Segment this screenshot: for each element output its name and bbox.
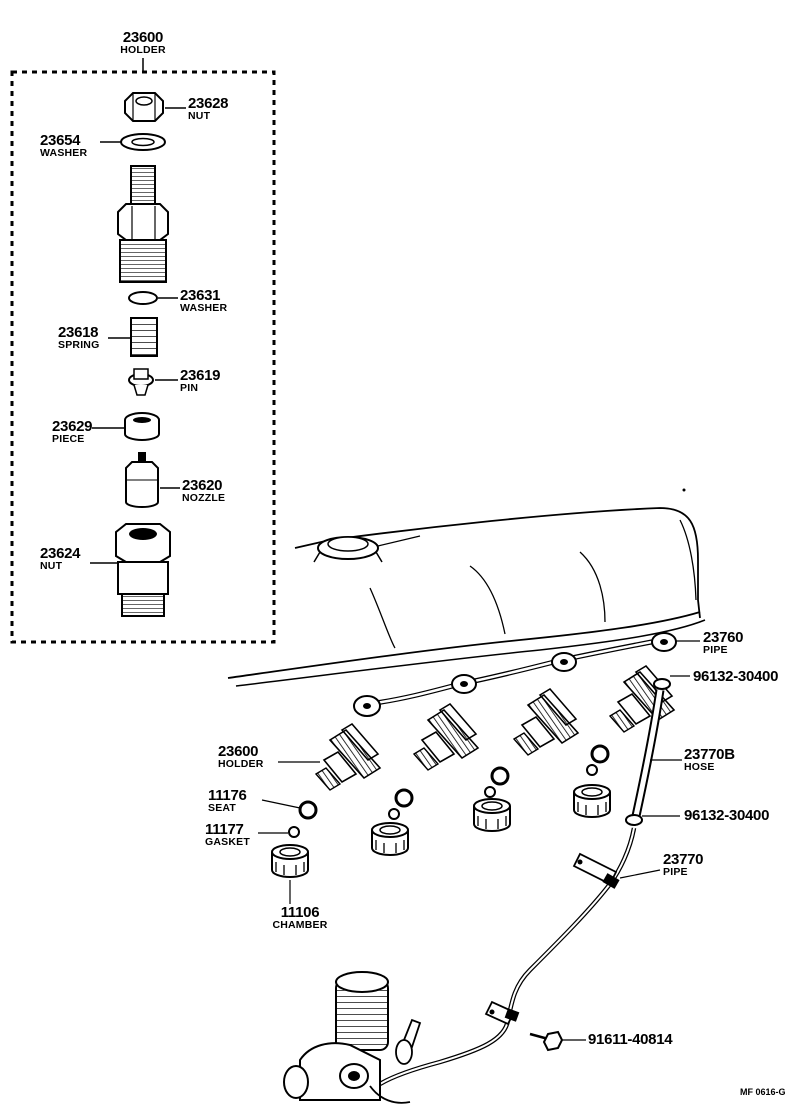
part-number: 23631 [180,287,221,304]
return-hose [625,675,690,826]
bolt-part [529,1030,586,1052]
callout-nut-top: 23628 NUT [188,95,229,122]
part-number: 23629 [52,418,93,435]
part-number: 91611-40814 [588,1031,673,1048]
part-name: NUT [188,110,211,122]
washer-top-part [100,133,166,151]
part-name: SEAT [208,802,237,814]
combustion-chambers [271,784,611,904]
part-number: 96132-30400 [693,668,779,685]
part-number: 23770 [663,851,704,868]
callout-pipe-lower: 23770 PIPE [663,851,704,878]
callout-spring: 23618 SPRING [58,325,99,351]
holder-group-box [10,58,276,644]
callout-clip-lower: 96132-30400 [684,808,769,823]
callout-washer-top: 23654 WASHER [40,133,87,159]
installed-holders [278,665,675,791]
part-number: 23624 [40,545,81,562]
part-name: SPRING [58,339,100,351]
part-name: PIPE [663,866,688,878]
washer-mid-part [128,291,178,305]
part-name: NOZZLE [182,492,226,504]
callout-hose: 23770B HOSE [684,747,735,773]
callout-seat: 11176 SEAT [208,788,247,814]
part-number: 23628 [188,95,229,112]
part-name: CHAMBER [272,919,328,931]
callout-holder-group: 23600 HOLDER [120,30,166,56]
leak-off-pipe [353,632,700,717]
piece-part [92,412,160,441]
nut-bottom-part [90,523,171,617]
callout-nozzle: 23620 NOZZLE [182,478,225,504]
pin-part [128,368,178,396]
part-number: 23620 [182,477,223,494]
part-name: WASHER [40,147,88,159]
drawing-code: MF 0616-G [740,1087,786,1097]
spring-part [108,317,158,357]
part-name: PIPE [703,644,728,656]
part-name: HOLDER [120,44,166,56]
part-number: 96132-30400 [684,807,770,824]
callout-washer-mid: 23631 WASHER [180,288,227,314]
callout-pin: 23619 PIN [180,367,221,394]
part-name: GASKET [205,836,250,848]
callout-piece: 23629 PIECE [52,418,93,445]
callout-chamber: 11106 CHAMBER [272,905,327,931]
callout-clip-upper: 96132-30400 [693,669,778,684]
return-pipe [378,827,661,1086]
part-number: 23770B [684,746,735,763]
injection-pump-fitting [283,971,422,1104]
part-name: PIECE [52,433,85,445]
head-cover [227,488,706,687]
callout-gasket: 11177 GASKET [205,822,250,848]
part-number: 11106 [280,904,320,921]
part-number: 23600 [122,29,164,46]
part-number: 23760 [703,629,744,646]
part-name: HOLDER [218,758,264,770]
callout-holder-installed: 23600 HOLDER [218,744,264,770]
part-number: 23618 [58,324,99,341]
seats-gaskets [258,744,610,838]
hex-nut-part [124,92,186,122]
callout-nut-bottom: 23624 NUT [40,545,81,572]
part-name: WASHER [180,302,228,314]
callout-bolt: 91611-40814 [588,1031,673,1048]
part-name: PIN [180,382,199,394]
part-number: 11176 [208,787,247,804]
holder-body-part [117,165,169,283]
callout-pipe-upper: 23760 PIPE [703,629,744,656]
part-number: 23654 [40,132,81,149]
nozzle-part [125,452,180,508]
part-name: HOSE [684,761,715,773]
part-number: 11177 [205,821,244,838]
part-name: NUT [40,560,63,572]
part-number: 23600 [218,743,259,760]
part-number: 23619 [180,367,221,384]
